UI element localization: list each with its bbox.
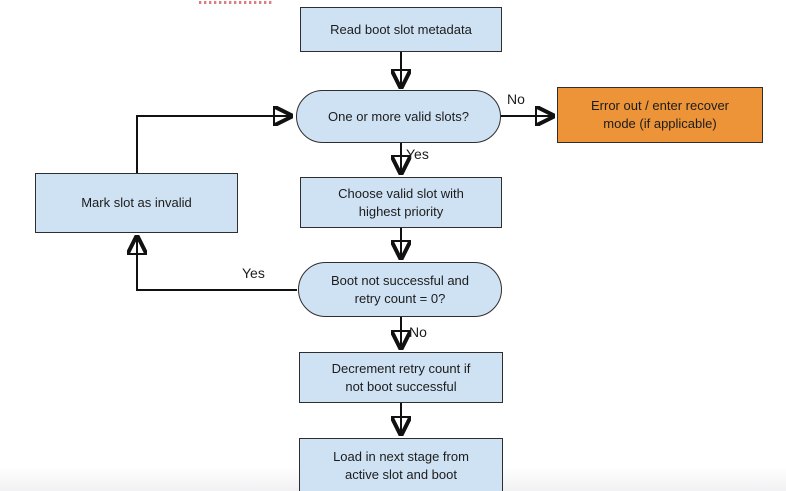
red-dotted-marks bbox=[199, 1, 273, 4]
edge-label-no-boot-retry: No bbox=[409, 324, 427, 340]
node-boot-not-successful-decision: Boot not successful and retry count = 0? bbox=[298, 262, 502, 317]
node-error-out-recover-mode: Error out / enter recover mode (if appli… bbox=[557, 87, 763, 143]
connector-bootretry-to-markinvalid bbox=[137, 238, 297, 291]
node-decrement-retry-count: Decrement retry count if not boot succes… bbox=[299, 352, 503, 403]
edge-label-yes-valid-slots: Yes bbox=[406, 146, 429, 162]
edge-label-yes-boot-retry: Yes bbox=[242, 265, 265, 281]
node-read-boot-slot-metadata: Read boot slot metadata bbox=[300, 7, 502, 52]
node-mark-slot-invalid: Mark slot as invalid bbox=[35, 173, 238, 233]
node-one-or-more-valid-slots-decision: One or more valid slots? bbox=[296, 90, 501, 143]
node-load-next-stage: Load in next stage from active slot and … bbox=[299, 438, 503, 491]
connector-markinvalid-to-validslots bbox=[136, 116, 290, 173]
node-choose-valid-slot: Choose valid slot with highest priority bbox=[300, 177, 502, 228]
edge-label-no-valid-slots: No bbox=[507, 91, 525, 107]
